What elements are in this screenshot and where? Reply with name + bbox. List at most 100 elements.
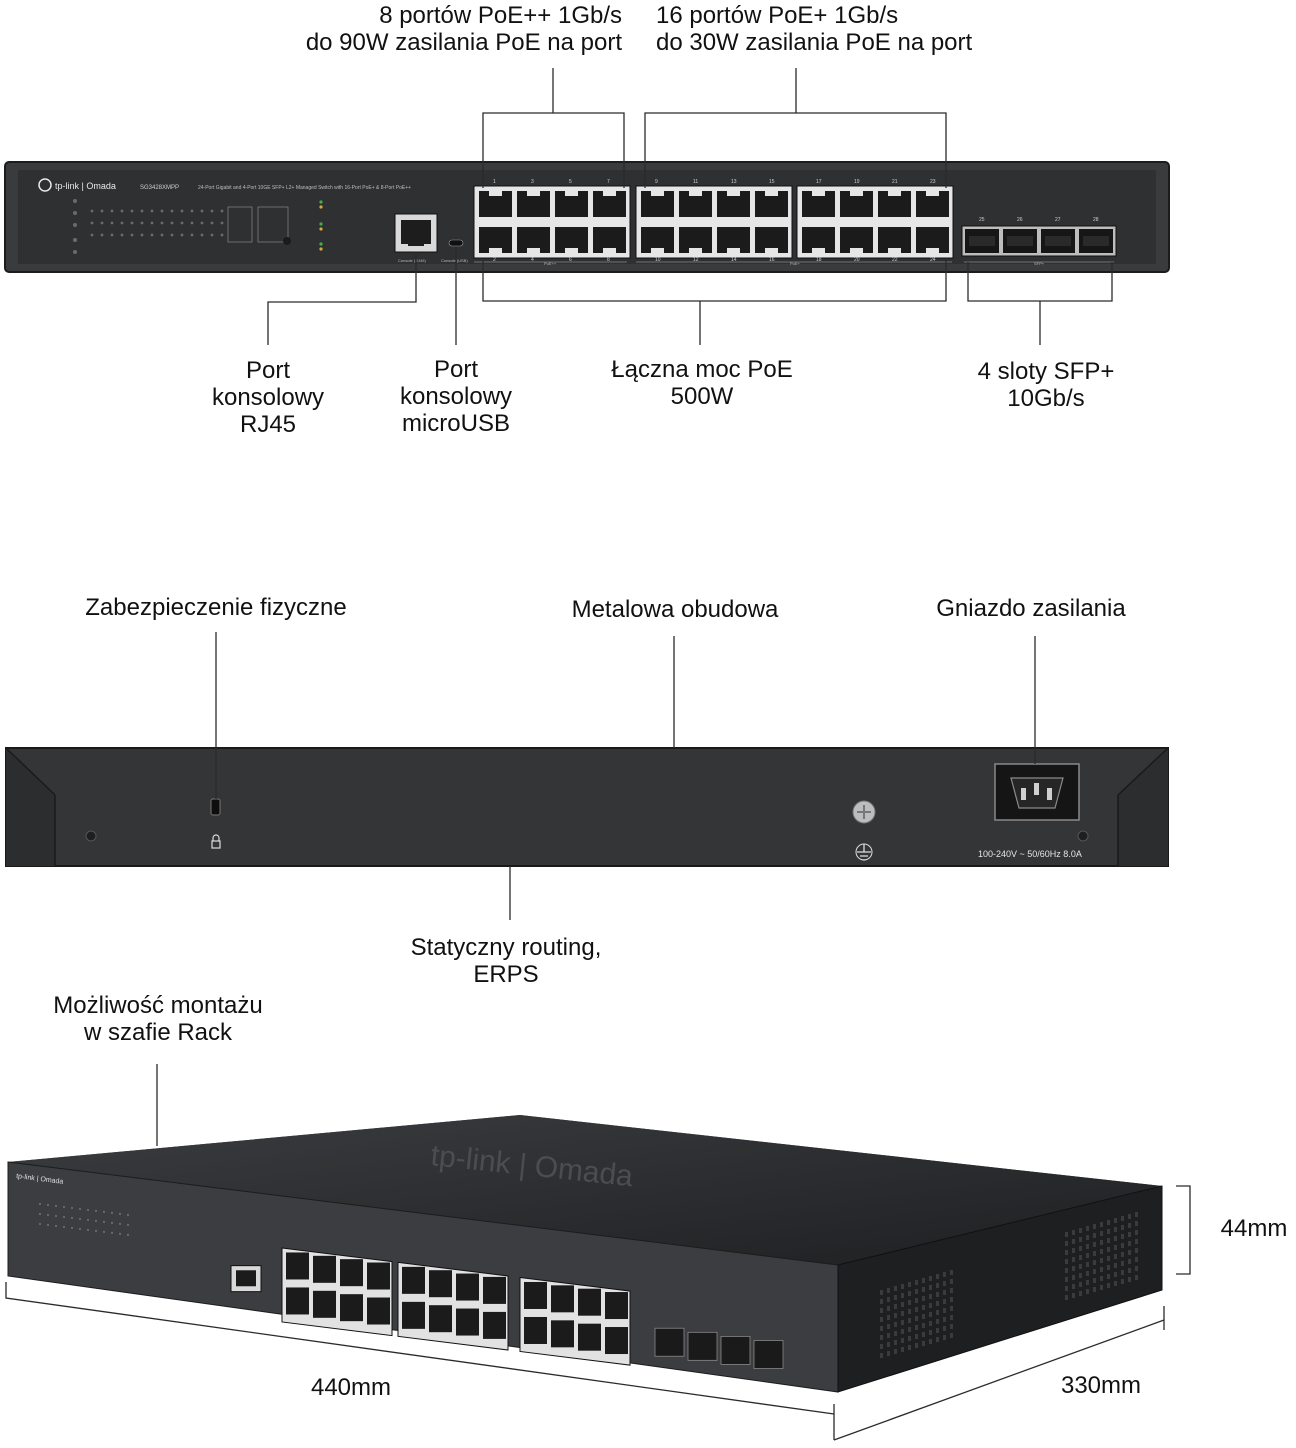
iso-led <box>70 1226 74 1230</box>
vent-slot <box>880 1326 883 1331</box>
vent-slot <box>887 1351 890 1356</box>
iso-rj45-port <box>456 1308 479 1336</box>
vent-slot <box>1065 1232 1068 1237</box>
vent-slot <box>943 1308 946 1313</box>
vent-slot <box>880 1335 883 1340</box>
iso-led <box>102 1210 106 1214</box>
vent-slot <box>950 1306 953 1311</box>
vent-slot <box>1079 1237 1082 1242</box>
port-number-bottom: 16 <box>769 257 775 263</box>
vent-slot <box>880 1290 883 1295</box>
vent-slot <box>950 1279 953 1284</box>
callout-poe-plus: 16 portów PoE+ 1Gb/s do 30W zasilania Po… <box>656 2 996 56</box>
iso-led <box>86 1228 90 1232</box>
vent-slot <box>915 1343 918 1348</box>
iso-rj45-port <box>605 1327 628 1355</box>
callout-poe-plus-plus: 8 portów PoE++ 1Gb/s do 90W zasilania Po… <box>288 2 622 56</box>
vent-slot <box>894 1331 897 1336</box>
vent-slot <box>1100 1249 1103 1254</box>
vent-slot <box>908 1300 911 1305</box>
vent-slot <box>943 1335 946 1340</box>
vent-slot <box>880 1317 883 1322</box>
vent-slot <box>1114 1245 1117 1250</box>
iso-rj45-port <box>340 1294 363 1322</box>
vent-slot <box>1079 1291 1082 1296</box>
port-led <box>160 233 164 237</box>
vent-slot <box>929 1276 932 1281</box>
port-led <box>90 209 94 213</box>
vent-slot <box>1107 1283 1110 1288</box>
iso-led <box>78 1207 82 1211</box>
iso-sfp-slot <box>654 1327 685 1357</box>
vent-slot <box>1114 1281 1117 1286</box>
vent-slot <box>1079 1282 1082 1287</box>
sfp-number: 27 <box>1055 217 1061 223</box>
vent-slot <box>908 1336 911 1341</box>
vent-slot <box>922 1341 925 1346</box>
port-number-top: 17 <box>816 179 822 185</box>
port-number-bottom: 12 <box>693 257 699 263</box>
vent-slot <box>1065 1259 1068 1264</box>
port-led <box>200 221 204 225</box>
port-led <box>140 209 144 213</box>
vent-slot <box>1065 1250 1068 1255</box>
iso-led <box>94 1219 98 1223</box>
vent-slot <box>1114 1227 1117 1232</box>
vent-slot <box>1079 1255 1082 1260</box>
vent-slot <box>901 1338 904 1343</box>
iso-rj45-port <box>578 1323 601 1351</box>
vent-slot <box>1107 1247 1110 1252</box>
vent-slot <box>1072 1284 1075 1289</box>
poe-plus-group-label: PoE+ <box>790 261 801 266</box>
port-led <box>180 233 184 237</box>
callout-static-routing-line2: ERPS <box>473 961 539 988</box>
vent-slot <box>901 1347 904 1352</box>
vent-slot <box>1135 1230 1138 1235</box>
callout-console-usb-line2: konsolowy <box>399 383 513 410</box>
vent-slot <box>922 1278 925 1283</box>
callout-metal-housing: Metalowa obudowa <box>571 596 779 623</box>
vent-slot <box>915 1298 918 1303</box>
vent-slot <box>922 1305 925 1310</box>
vent-slot <box>1128 1277 1131 1282</box>
vent-slot <box>1100 1276 1103 1281</box>
iso-port-block <box>281 1247 393 1337</box>
iso-led <box>118 1222 122 1225</box>
vent-slot <box>1086 1226 1089 1231</box>
vent-slot <box>908 1309 911 1314</box>
port-led <box>140 233 144 237</box>
callout-rack-mount: Możliwość montażu w szafie Rack <box>28 992 288 1046</box>
iso-led <box>78 1227 82 1231</box>
callout-console-usb: Port konsolowy microUSB <box>376 356 536 437</box>
vent-slot <box>894 1295 897 1300</box>
vent-slot <box>1093 1269 1096 1274</box>
vent-slot <box>1100 1285 1103 1290</box>
vent-slot <box>1114 1254 1117 1259</box>
port-led <box>130 233 134 237</box>
vent-slot <box>950 1324 953 1329</box>
front-model: SG3428XMPP <box>140 185 179 191</box>
iso-led <box>110 1231 114 1234</box>
sfp-number: 26 <box>1017 217 1023 223</box>
vent-slot <box>1100 1267 1103 1272</box>
vent-slot <box>1093 1233 1096 1238</box>
vent-slot <box>1079 1273 1082 1278</box>
vent-slot <box>894 1313 897 1318</box>
port-led <box>190 209 194 213</box>
callout-console-rj45-line1: Port <box>245 357 290 384</box>
port-led <box>200 209 204 213</box>
port-number-bottom: 10 <box>655 257 661 263</box>
iso-led <box>118 1232 122 1235</box>
port-number-top: 13 <box>731 179 737 185</box>
iso-led <box>70 1216 74 1220</box>
iso-led <box>126 1223 130 1226</box>
vent-slot <box>1079 1228 1082 1233</box>
port-led <box>180 209 184 213</box>
port-number-top: 23 <box>930 179 936 185</box>
vent-slot <box>1086 1271 1089 1276</box>
port-number-top: 1 <box>493 179 496 185</box>
vent-slot <box>943 1281 946 1286</box>
vent-slot <box>908 1345 911 1350</box>
vent-slot <box>1065 1277 1068 1282</box>
iso-rj45-port <box>456 1273 479 1301</box>
